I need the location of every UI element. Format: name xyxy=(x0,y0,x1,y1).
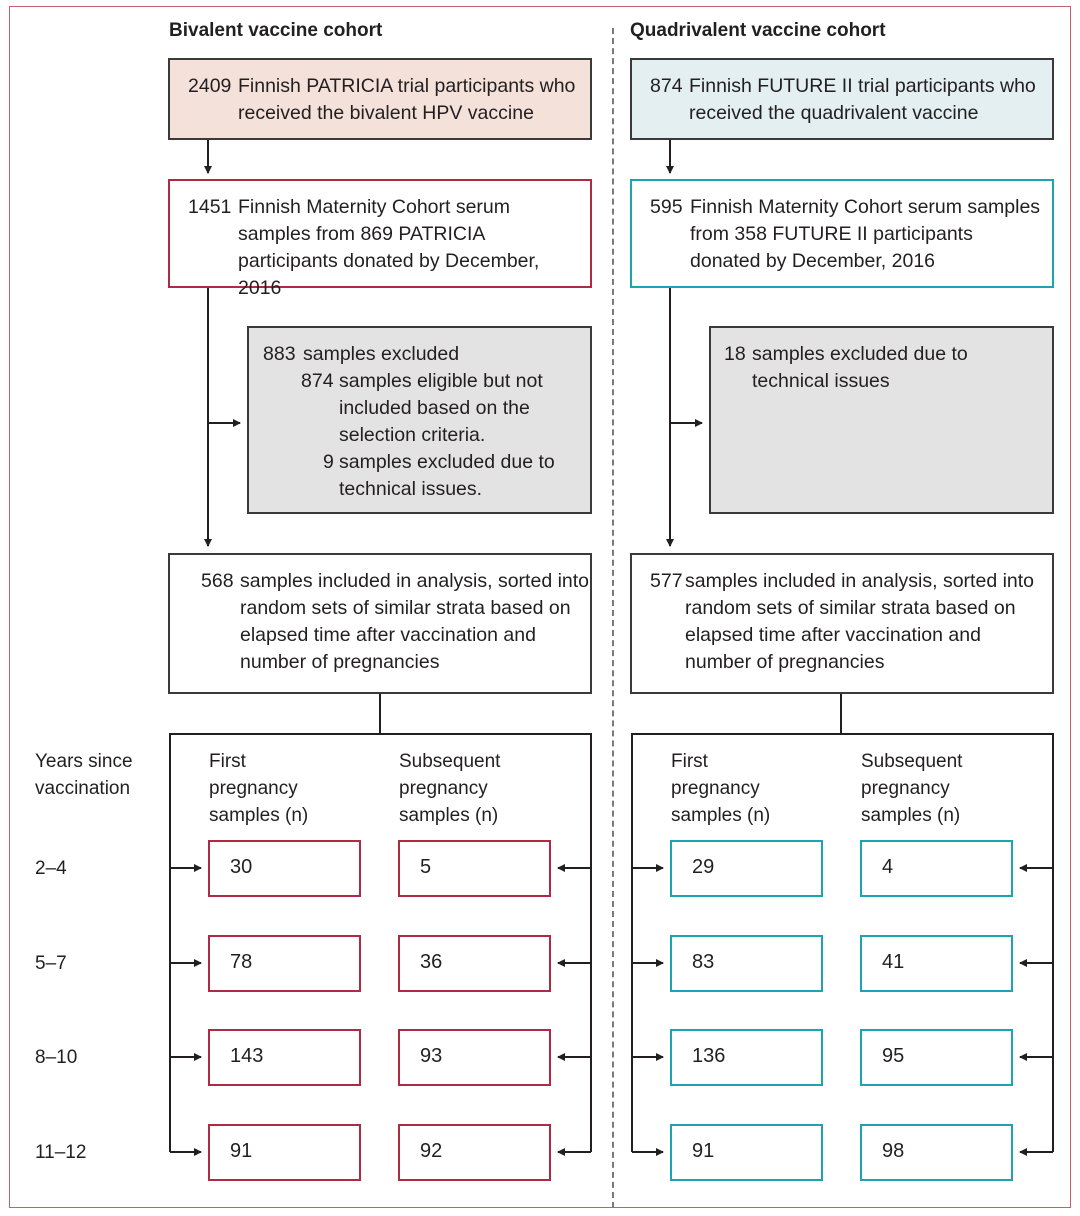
bivalent-first-value-box: 78 xyxy=(208,935,361,992)
quadrivalent-trial-text: Finnish FUTURE II trial participants who… xyxy=(689,75,1036,124)
value: 91 xyxy=(692,1140,715,1162)
quadrivalent-first-value-box: 136 xyxy=(670,1029,823,1086)
bivalent-serum-box: 1451 Finnish Maternity Cohort serum samp… xyxy=(168,179,592,299)
value: 143 xyxy=(230,1045,264,1067)
bivalent-subsequent-value-box: 93 xyxy=(398,1029,551,1086)
quadrivalent-serum-text: Finnish Maternity Cohort serum samples f… xyxy=(690,196,1041,272)
value: 29 xyxy=(692,856,715,878)
quadrivalent-subsequent-header: Subsequent pregnancy samples (n) xyxy=(861,751,963,826)
bivalent-subsequent-value-box: 36 xyxy=(398,935,551,992)
year-label: 8–10 xyxy=(35,1047,78,1068)
cohort-divider xyxy=(612,28,614,1208)
quadrivalent-first-value-box: 83 xyxy=(670,935,823,992)
value: 136 xyxy=(692,1045,726,1067)
quadrivalent-subsequent-value-box: 41 xyxy=(860,935,1013,992)
quadrivalent-included-box: 577 samples included in analysis, sorted… xyxy=(630,553,1054,694)
bivalent-excluded-box: 883 samples excluded 874 samples eligibl… xyxy=(247,326,592,514)
quadrivalent-first-value-box: 91 xyxy=(670,1124,823,1181)
value: 98 xyxy=(882,1140,905,1162)
quadrivalent-serum-box: 595 Finnish Maternity Cohort serum sampl… xyxy=(630,179,1054,288)
bivalent-excluded-text: samples excluded xyxy=(303,343,460,365)
bivalent-subsequent-header: Subsequent pregnancy samples (n) xyxy=(399,751,501,826)
quadrivalent-first-header: First pregnancy samples (n) xyxy=(671,751,771,826)
quadrivalent-grid-left xyxy=(631,733,633,868)
bivalent-subsequent-value-box: 92 xyxy=(398,1124,551,1181)
bivalent-grid-top xyxy=(169,733,592,735)
bivalent-technical-count: 9 xyxy=(323,451,334,473)
quadrivalent-included-count: 577 xyxy=(650,570,683,592)
value: 36 xyxy=(420,951,443,973)
quadrivalent-trial-box: 874 Finnish FUTURE II trial participants… xyxy=(630,58,1054,140)
value: 92 xyxy=(420,1140,443,1162)
quadrivalent-excluded-count: 18 xyxy=(724,343,746,365)
bivalent-first-header: First pregnancy samples (n) xyxy=(209,751,309,826)
bivalent-subsequent-value-box: 5 xyxy=(398,840,551,897)
quadrivalent-first-value-box: 29 xyxy=(670,840,823,897)
bivalent-included-count: 568 xyxy=(201,570,234,592)
quadrivalent-excluded-text: samples excluded due to technical issues xyxy=(752,343,968,392)
quadrivalent-subsequent-value-box: 4 xyxy=(860,840,1013,897)
quadrivalent-subsequent-value-box: 98 xyxy=(860,1124,1013,1181)
bivalent-eligible-count: 874 xyxy=(301,370,334,392)
bivalent-first-value-box: 30 xyxy=(208,840,361,897)
bivalent-eligible-text: samples eligible but not included based … xyxy=(339,370,543,446)
value: 93 xyxy=(420,1045,443,1067)
figure-frame xyxy=(9,6,1071,1208)
bivalent-excluded-count: 883 xyxy=(263,343,296,365)
bivalent-serum-count: 1451 xyxy=(188,196,232,218)
value: 83 xyxy=(692,951,715,973)
bivalent-first-value-box: 91 xyxy=(208,1124,361,1181)
bivalent-cohort-header: Bivalent vaccine cohort xyxy=(169,20,383,41)
value: 91 xyxy=(230,1140,253,1162)
year-label: 11–12 xyxy=(35,1142,87,1163)
quadrivalent-excluded-box: 18 samples excluded due to technical iss… xyxy=(709,326,1054,514)
bivalent-trial-count: 2409 xyxy=(188,75,232,97)
bivalent-technical-text: samples excluded due to technical issues… xyxy=(339,451,555,500)
value: 78 xyxy=(230,951,253,973)
value: 41 xyxy=(882,951,905,973)
quadrivalent-included-text: samples included in analysis, sorted int… xyxy=(685,570,1035,673)
bivalent-grid-left xyxy=(169,733,171,868)
years-since-vaccination-header: Years since vaccination xyxy=(35,751,133,799)
quadrivalent-serum-count: 595 xyxy=(650,196,683,218)
bivalent-serum-text: Finnish Maternity Cohort serum samples f… xyxy=(238,196,540,299)
quadrivalent-cohort-header: Quadrivalent vaccine cohort xyxy=(630,20,886,41)
bivalent-trial-box: 2409 Finnish PATRICIA trial participants… xyxy=(168,58,592,140)
year-label: 2–4 xyxy=(35,858,67,879)
quadrivalent-subsequent-value-box: 95 xyxy=(860,1029,1013,1086)
quadrivalent-trial-count: 874 xyxy=(650,75,683,97)
bivalent-trial-text: Finnish PATRICIA trial participants who … xyxy=(238,75,576,124)
value: 4 xyxy=(882,856,894,878)
quadrivalent-grid-top xyxy=(631,733,1054,735)
quadrivalent-grid-right xyxy=(1052,733,1054,868)
year-label: 5–7 xyxy=(35,953,67,974)
bivalent-included-text: samples included in analysis, sorted int… xyxy=(240,570,590,673)
value: 30 xyxy=(230,856,253,878)
value: 95 xyxy=(882,1045,905,1067)
bivalent-included-box: 568 samples included in analysis, sorted… xyxy=(168,553,592,694)
bivalent-first-value-box: 143 xyxy=(208,1029,361,1086)
bivalent-grid-right xyxy=(590,733,592,868)
value: 5 xyxy=(420,856,432,878)
